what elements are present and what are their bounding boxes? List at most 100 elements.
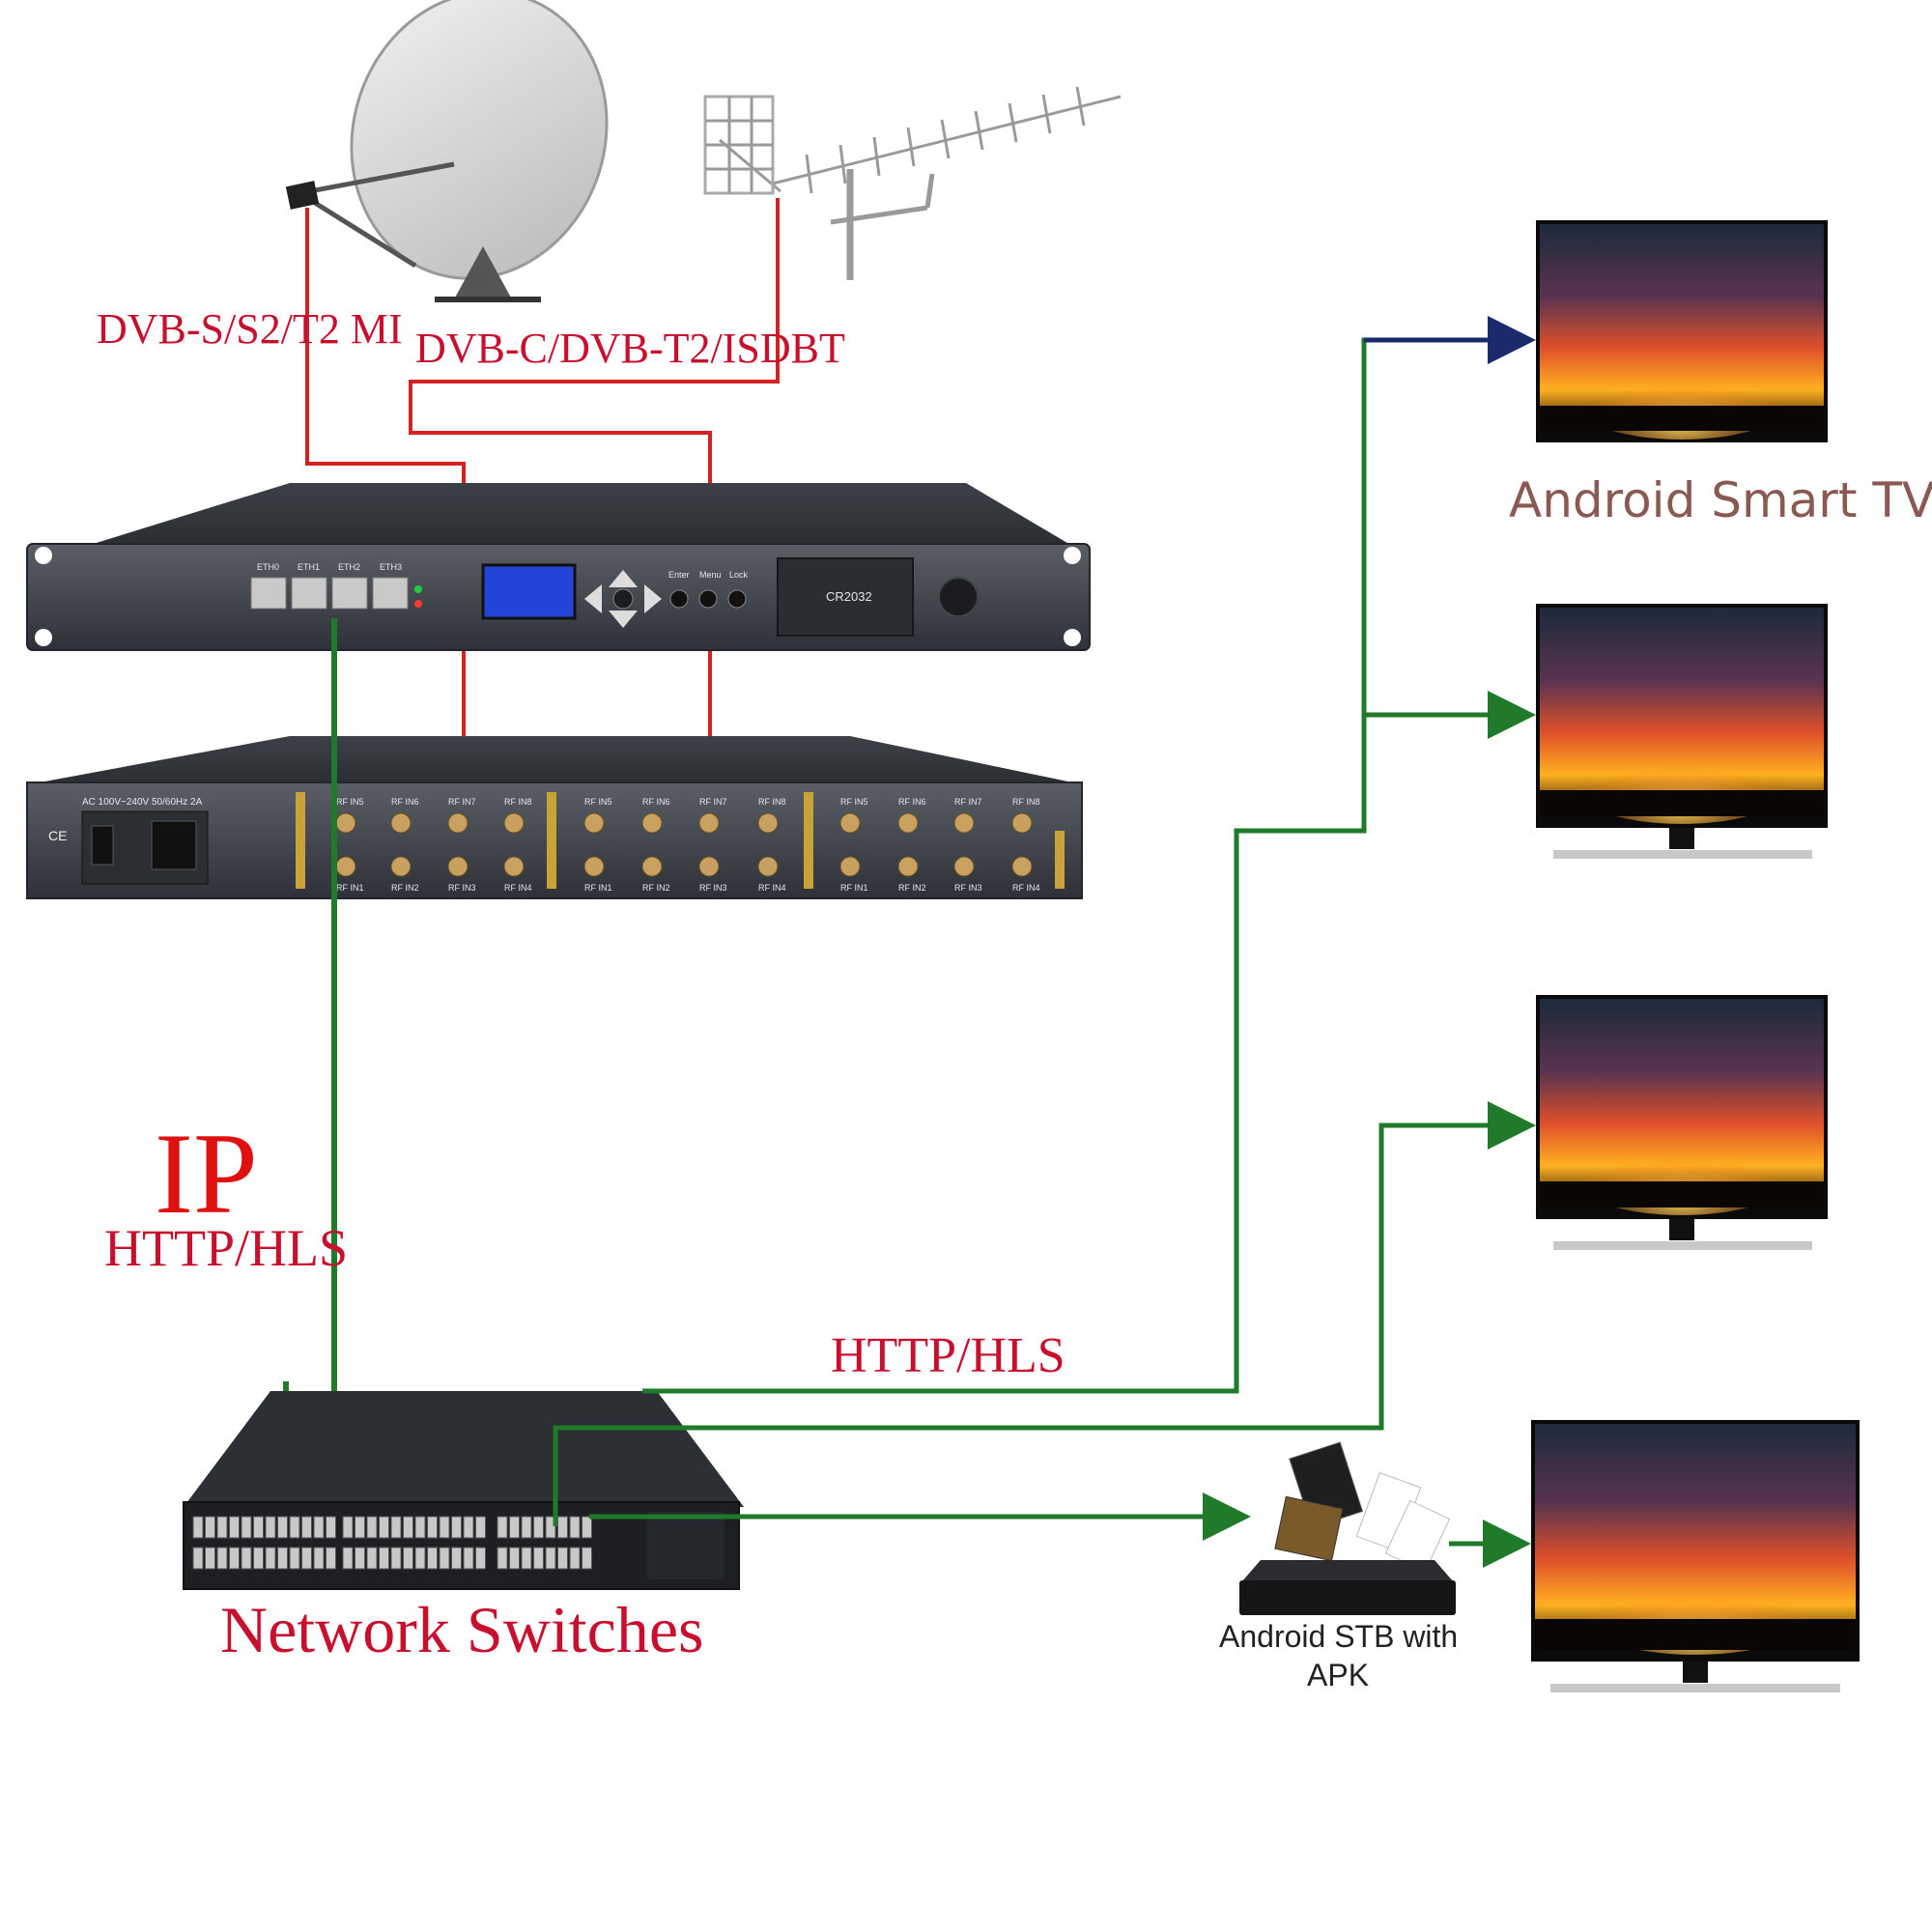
switch-port[interactable] — [277, 1516, 288, 1539]
switch-port[interactable] — [427, 1547, 438, 1570]
switch-port[interactable] — [253, 1547, 264, 1570]
switch-port[interactable] — [545, 1516, 556, 1539]
switch-port[interactable] — [205, 1516, 215, 1539]
switch-port[interactable] — [403, 1516, 413, 1539]
rf-in1-port[interactable] — [583, 856, 605, 877]
switch-port[interactable] — [366, 1547, 378, 1570]
switch-port[interactable] — [545, 1547, 556, 1570]
switch-port[interactable] — [342, 1547, 354, 1570]
switch-port[interactable] — [342, 1516, 354, 1539]
switch-port[interactable] — [509, 1516, 520, 1539]
switch-port[interactable] — [277, 1547, 288, 1570]
navigation-pad[interactable] — [584, 570, 662, 628]
switch-port[interactable] — [241, 1547, 252, 1570]
switch-port[interactable] — [475, 1547, 486, 1570]
switch-port[interactable] — [509, 1547, 520, 1570]
rf-in7-port[interactable] — [698, 812, 720, 834]
rf-in4-port[interactable] — [503, 856, 525, 877]
switch-port[interactable] — [497, 1516, 508, 1539]
rf-in8-port[interactable] — [503, 812, 525, 834]
switch-port[interactable] — [192, 1516, 204, 1539]
rf-in8-port[interactable] — [757, 812, 779, 834]
power-switch[interactable] — [91, 825, 114, 866]
switch-port[interactable] — [265, 1516, 276, 1539]
rf-in3-port[interactable] — [953, 856, 975, 877]
nav-center-button[interactable] — [612, 588, 634, 610]
switch-port[interactable] — [475, 1516, 486, 1539]
switch-port[interactable] — [366, 1516, 378, 1539]
switch-port[interactable] — [216, 1547, 228, 1570]
switch-port[interactable] — [216, 1516, 228, 1539]
switch-port[interactable] — [557, 1516, 568, 1539]
arrow-up-icon[interactable] — [609, 570, 638, 587]
switch-port[interactable] — [390, 1516, 402, 1539]
arrow-left-icon[interactable] — [584, 584, 602, 613]
rf-in6-port[interactable] — [641, 812, 663, 834]
switch-port[interactable] — [229, 1516, 240, 1539]
switch-port[interactable] — [463, 1547, 474, 1570]
rf-in3-port[interactable] — [447, 856, 469, 877]
switch-port[interactable] — [313, 1547, 325, 1570]
switch-port[interactable] — [192, 1547, 204, 1570]
switch-port[interactable] — [326, 1547, 336, 1570]
switch-port[interactable] — [451, 1516, 462, 1539]
switch-port[interactable] — [533, 1516, 544, 1539]
switch-port[interactable] — [414, 1547, 426, 1570]
switch-port[interactable] — [569, 1516, 581, 1539]
rf-in5-port[interactable] — [839, 812, 861, 834]
switch-port[interactable] — [289, 1547, 300, 1570]
switch-port[interactable] — [241, 1516, 252, 1539]
switch-port[interactable] — [439, 1547, 450, 1570]
rf-in4-port[interactable] — [757, 856, 779, 877]
switch-port[interactable] — [403, 1547, 413, 1570]
switch-port[interactable] — [521, 1516, 532, 1539]
switch-port[interactable] — [582, 1547, 592, 1570]
switch-port[interactable] — [582, 1516, 592, 1539]
eth3-port[interactable] — [372, 577, 409, 610]
rf-in1-port[interactable] — [335, 856, 356, 877]
switch-port[interactable] — [521, 1547, 532, 1570]
rf-in6-port[interactable] — [390, 812, 412, 834]
rf-in3-port[interactable] — [698, 856, 720, 877]
rf-in7-port[interactable] — [953, 812, 975, 834]
rf-in5-port[interactable] — [583, 812, 605, 834]
switch-port[interactable] — [301, 1547, 312, 1570]
rf-in8-port[interactable] — [1011, 812, 1033, 834]
switch-port[interactable] — [379, 1547, 389, 1570]
switch-port[interactable] — [265, 1547, 276, 1570]
rf-in2-port[interactable] — [641, 856, 663, 877]
eth2-port[interactable] — [331, 577, 368, 610]
switch-port[interactable] — [289, 1516, 300, 1539]
arrow-down-icon[interactable] — [609, 611, 638, 628]
rf-in6-port[interactable] — [897, 812, 919, 834]
switch-port[interactable] — [533, 1547, 544, 1570]
menu-button[interactable] — [698, 589, 718, 609]
switch-port[interactable] — [497, 1547, 508, 1570]
switch-port[interactable] — [355, 1516, 365, 1539]
switch-port[interactable] — [427, 1516, 438, 1539]
switch-port[interactable] — [326, 1516, 336, 1539]
rf-in2-port[interactable] — [390, 856, 412, 877]
switch-port[interactable] — [313, 1516, 325, 1539]
switch-port[interactable] — [355, 1547, 365, 1570]
switch-port[interactable] — [301, 1516, 312, 1539]
power-knob[interactable] — [938, 577, 979, 617]
rf-in5-port[interactable] — [335, 812, 356, 834]
switch-port[interactable] — [379, 1516, 389, 1539]
switch-port[interactable] — [439, 1516, 450, 1539]
enter-button[interactable] — [669, 589, 689, 609]
switch-port[interactable] — [229, 1547, 240, 1570]
arrow-right-icon[interactable] — [644, 584, 662, 613]
rf-in4-port[interactable] — [1011, 856, 1033, 877]
switch-port[interactable] — [451, 1547, 462, 1570]
rf-in1-port[interactable] — [839, 856, 861, 877]
rf-in2-port[interactable] — [897, 856, 919, 877]
switch-port[interactable] — [205, 1547, 215, 1570]
switch-port[interactable] — [414, 1516, 426, 1539]
switch-port[interactable] — [569, 1547, 581, 1570]
switch-port[interactable] — [253, 1516, 264, 1539]
rf-in7-port[interactable] — [447, 812, 469, 834]
switch-port[interactable] — [390, 1547, 402, 1570]
switch-port[interactable] — [557, 1547, 568, 1570]
switch-port[interactable] — [463, 1516, 474, 1539]
